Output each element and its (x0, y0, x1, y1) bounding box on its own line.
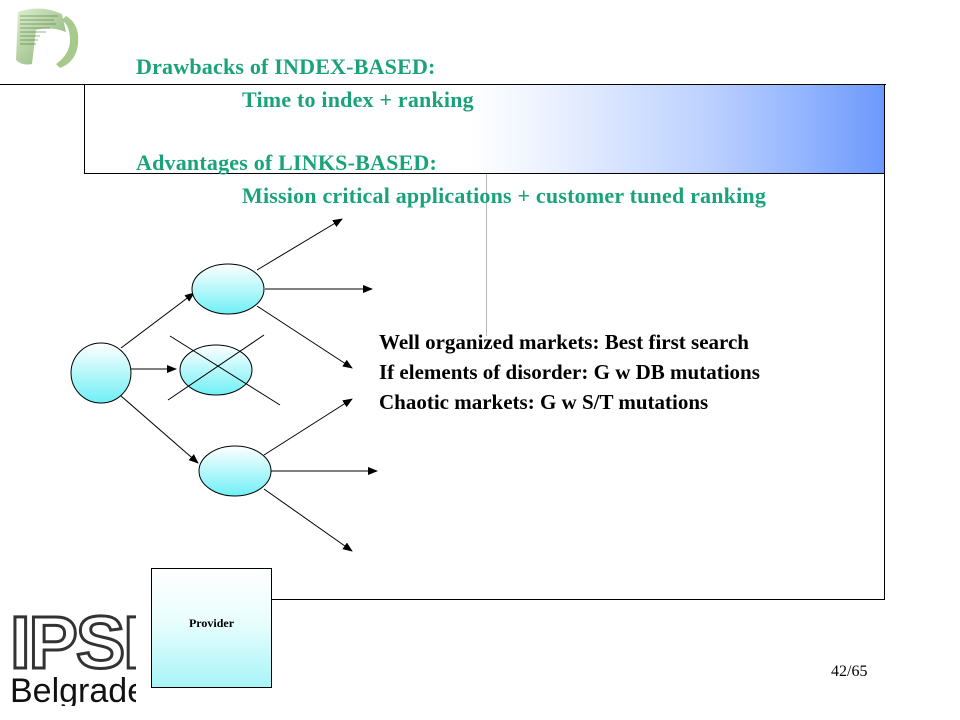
logo-line1: IPSI (10, 606, 136, 684)
root-node (70, 342, 132, 404)
frame-top-border (0, 84, 886, 85)
top-logo-icon (16, 8, 79, 68)
bottom-node (198, 445, 272, 497)
middle-node-crossed (179, 344, 253, 396)
point-1: Well organized markets: Best first searc… (379, 330, 749, 354)
heading-advantages: Advantages of LINKS-BASED: (136, 150, 438, 175)
point-3: Chaotic markets: G w S/T mutations (379, 390, 709, 414)
subheading-drawbacks: Time to index + ranking (242, 87, 474, 112)
edge-root-bottom (120, 395, 199, 464)
cross-line-1 (169, 335, 281, 406)
top-node (191, 263, 265, 315)
subheading-advantages: Mission critical applications + customer… (242, 183, 767, 208)
edge-bottom-1 (263, 398, 353, 456)
frame-right-border (884, 84, 885, 600)
edge-bottom-3 (263, 488, 353, 552)
edge-top-1 (256, 218, 343, 271)
page-number: 42/65 (831, 663, 868, 680)
ipsi-belgrade-logo: IPSI Belgrade (9, 606, 137, 706)
edge-root-top (120, 292, 195, 349)
logo-line2: Belgrade (10, 672, 136, 706)
cross-line-2 (167, 334, 265, 401)
edge-top-3 (256, 305, 353, 369)
provider-label: Provider (188, 616, 235, 630)
divider-line (486, 174, 487, 336)
frame-bottom-border (272, 599, 885, 600)
point-2: If elements of disorder: G w DB mutation… (379, 360, 760, 384)
provider-box (151, 568, 272, 688)
heading-drawbacks: Drawbacks of INDEX-BASED: (136, 54, 436, 79)
